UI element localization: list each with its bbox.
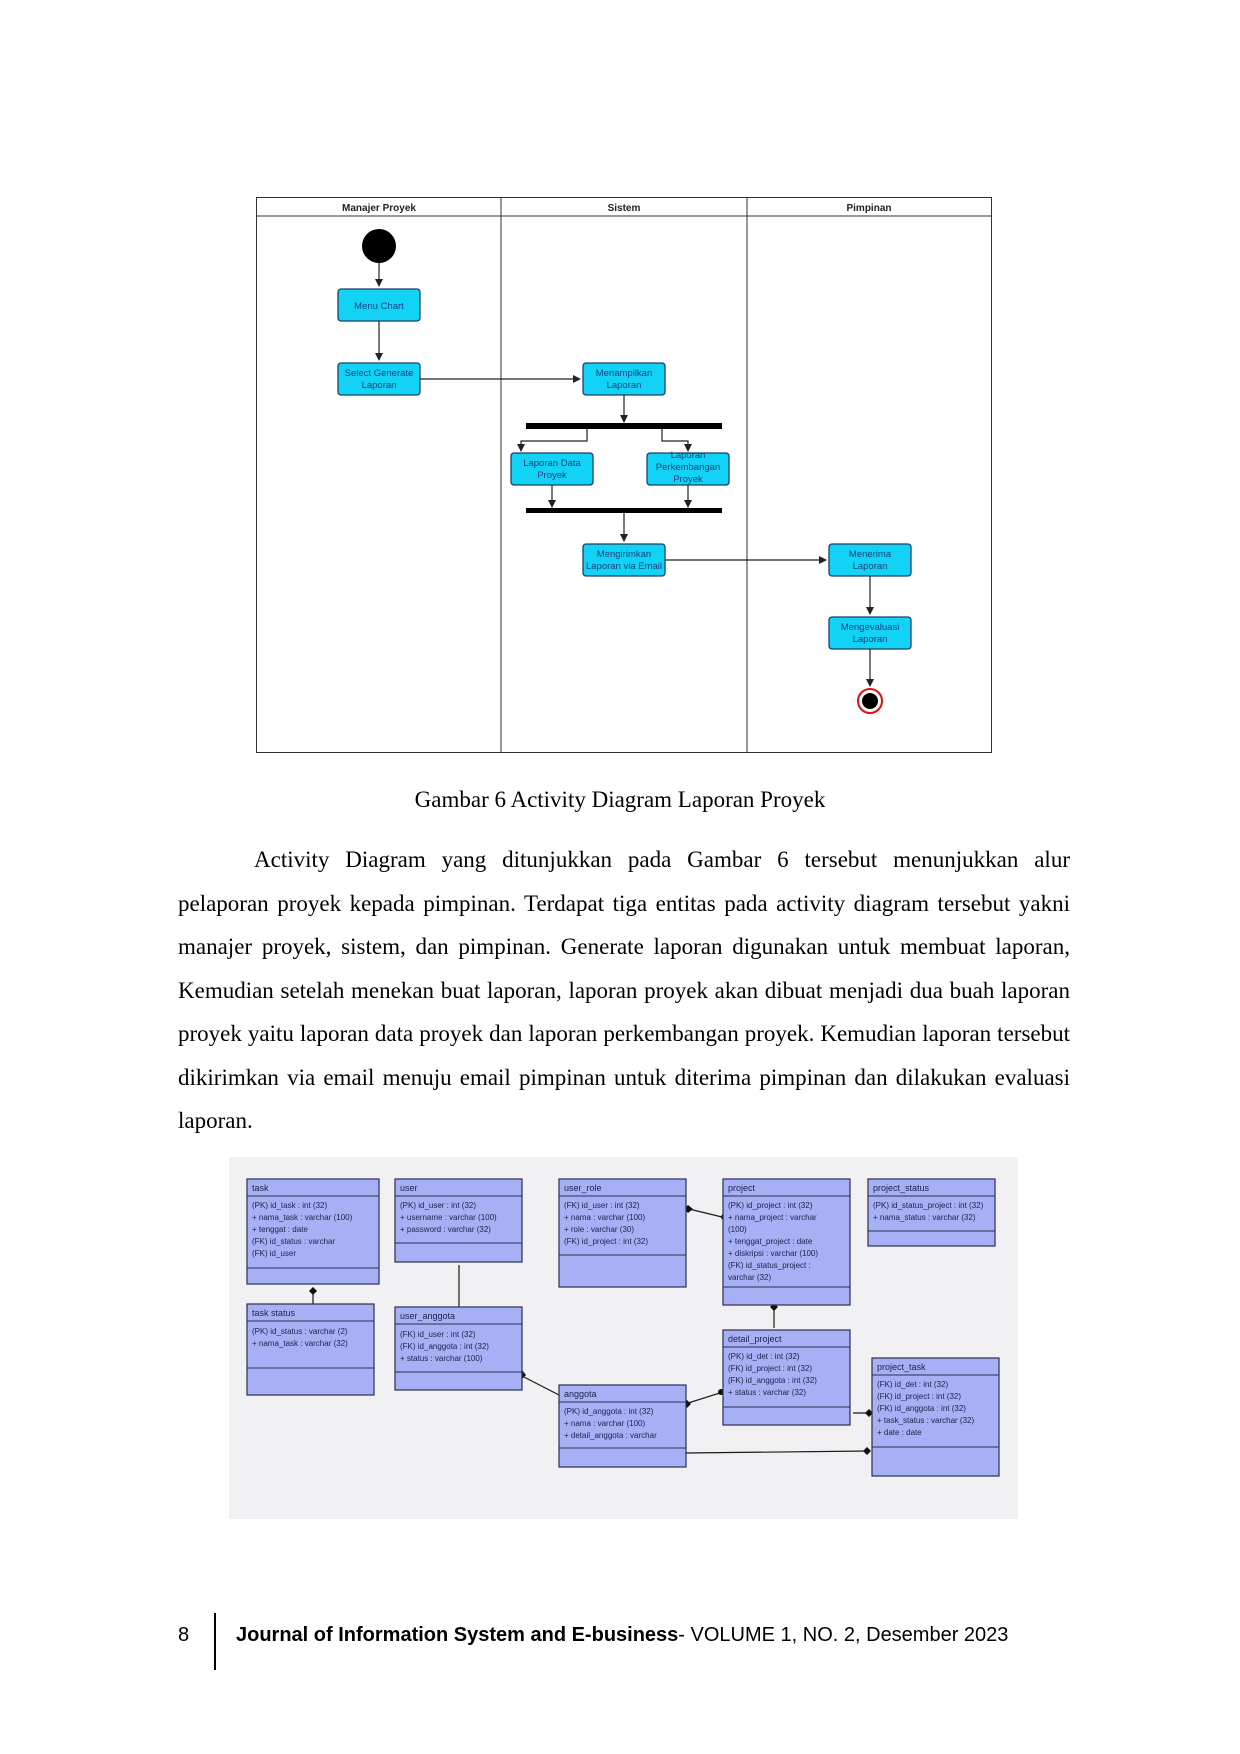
entity-project-task: project_task (FK) id_det : int (32) (FK)… bbox=[871, 1357, 1000, 1477]
svg-text:+ tenggat_project : date: + tenggat_project : date bbox=[728, 1237, 813, 1246]
erd-diagram: task (PK) id_task : int (32) + nama_task… bbox=[229, 1157, 1018, 1519]
entity-user: user (PK) id_user : int (32) + username … bbox=[394, 1178, 523, 1263]
svg-text:(FK) id_anggota : int (32): (FK) id_anggota : int (32) bbox=[400, 1342, 489, 1351]
svg-text:(FK) id_anggota : int (32): (FK) id_anggota : int (32) bbox=[877, 1404, 966, 1413]
entity-project: project (PK) id_project : int (32) + nam… bbox=[722, 1178, 851, 1306]
node-menampilkan-laporan: Menampilkan Laporan bbox=[582, 362, 666, 396]
activity-diagram: Manajer Proyek Sistem Pimpinan Menu Char… bbox=[256, 197, 992, 753]
svg-text:project_task: project_task bbox=[877, 1362, 926, 1372]
svg-text:Mengirimkan: Mengirimkan bbox=[597, 549, 651, 560]
svg-text:+ diskripsi : varchar (100): + diskripsi : varchar (100) bbox=[728, 1249, 818, 1258]
svg-text:(FK) id_project : int (32): (FK) id_project : int (32) bbox=[564, 1237, 648, 1246]
svg-text:(PK) id_status_project : int (: (PK) id_status_project : int (32) bbox=[873, 1201, 984, 1210]
journal-name: Journal of Information System and E-busi… bbox=[236, 1624, 679, 1646]
footer-divider bbox=[214, 1613, 216, 1670]
svg-text:Laporan via Email: Laporan via Email bbox=[586, 561, 662, 572]
svg-text:Laporan: Laporan bbox=[362, 380, 397, 391]
svg-text:+ nama_project : varchar: + nama_project : varchar bbox=[728, 1213, 817, 1222]
figure-caption: Gambar 6 Activity Diagram Laporan Proyek bbox=[414, 787, 826, 812]
svg-text:+ nama : varchar (100): + nama : varchar (100) bbox=[564, 1213, 645, 1222]
svg-text:(FK) id_user : int (32): (FK) id_user : int (32) bbox=[400, 1330, 476, 1339]
svg-text:task status: task status bbox=[252, 1308, 296, 1318]
svg-text:+ nama : varchar (100): + nama : varchar (100) bbox=[564, 1419, 645, 1428]
entity-detail-project: detail_project (PK) id_det : int (32) (F… bbox=[722, 1329, 851, 1426]
svg-text:(PK) id_anggota : int (32): (PK) id_anggota : int (32) bbox=[564, 1407, 654, 1416]
svg-text:+ status : varchar (32): + status : varchar (32) bbox=[728, 1388, 806, 1397]
entity-user-anggota: user_anggota (FK) id_user : int (32) (FK… bbox=[394, 1306, 523, 1391]
svg-text:+ nama_task : varchar (100): + nama_task : varchar (100) bbox=[252, 1213, 353, 1222]
svg-text:+ date : date: + date : date bbox=[877, 1428, 922, 1437]
svg-text:Perkembangan: Perkembangan bbox=[656, 462, 720, 473]
svg-text:Laporan: Laporan bbox=[607, 380, 642, 391]
svg-text:(FK) id_status : varchar: (FK) id_status : varchar bbox=[252, 1237, 335, 1246]
svg-text:varchar (32): varchar (32) bbox=[728, 1273, 771, 1282]
svg-text:+ status : varchar (100): + status : varchar (100) bbox=[400, 1354, 483, 1363]
entity-task-status: task status (PK) id_status : varchar (2)… bbox=[246, 1303, 375, 1396]
entity-user-role: user_role (FK) id_user : int (32) + nama… bbox=[558, 1178, 687, 1288]
start-node bbox=[362, 229, 396, 263]
svg-text:+ password : varchar (32): + password : varchar (32) bbox=[400, 1225, 491, 1234]
lane-manajer-proyek: Manajer Proyek bbox=[342, 203, 416, 214]
node-mengevaluasi-laporan: Mengevaluasi Laporan bbox=[828, 616, 912, 650]
journal-issue: - VOLUME 1, NO. 2, Desember 2023 bbox=[678, 1624, 1009, 1646]
svg-text:Laporan Data: Laporan Data bbox=[523, 458, 581, 469]
svg-text:(FK) id_user: (FK) id_user bbox=[252, 1249, 296, 1258]
svg-text:user_role: user_role bbox=[564, 1183, 602, 1193]
svg-text:Menerima: Menerima bbox=[849, 549, 892, 560]
svg-text:(FK) id_project : int (32): (FK) id_project : int (32) bbox=[877, 1392, 961, 1401]
svg-text:(FK) id_user : int (32): (FK) id_user : int (32) bbox=[564, 1201, 640, 1210]
node-laporan-data-proyek: Laporan Data Proyek bbox=[510, 452, 594, 486]
svg-text:Mengevaluasi: Mengevaluasi bbox=[841, 622, 900, 633]
svg-text:user_anggota: user_anggota bbox=[400, 1311, 455, 1321]
body-paragraph: Activity Diagram yang ditunjukkan pada G… bbox=[178, 847, 1070, 1133]
svg-text:(PK) id_det : int (32): (PK) id_det : int (32) bbox=[728, 1352, 800, 1361]
svg-text:(FK) id_status_project :: (FK) id_status_project : bbox=[728, 1261, 811, 1270]
lane-sistem: Sistem bbox=[608, 203, 641, 214]
entity-anggota: anggota (PK) id_anggota : int (32) + nam… bbox=[558, 1384, 687, 1468]
svg-text:Laporan: Laporan bbox=[671, 450, 706, 461]
svg-text:+ detail_anggota : varchar: + detail_anggota : varchar bbox=[564, 1431, 657, 1440]
lane-pimpinan: Pimpinan bbox=[846, 203, 891, 214]
node-menerima-laporan: Menerima Laporan bbox=[828, 543, 912, 577]
svg-text:+ task_status : varchar (32): + task_status : varchar (32) bbox=[877, 1416, 974, 1425]
node-menu-chart: Menu Chart bbox=[337, 288, 421, 322]
svg-text:Menu Chart: Menu Chart bbox=[354, 301, 404, 312]
svg-text:(PK) id_user : int (32): (PK) id_user : int (32) bbox=[400, 1201, 476, 1210]
svg-text:Proyek: Proyek bbox=[673, 474, 703, 485]
svg-text:project_status: project_status bbox=[873, 1183, 930, 1193]
svg-text:(100): (100) bbox=[728, 1225, 747, 1234]
swimlane-frame bbox=[256, 197, 992, 753]
fork-bar bbox=[526, 423, 722, 429]
join-bar bbox=[526, 508, 722, 513]
page-number: 8 bbox=[178, 1624, 190, 1646]
svg-text:+ role : varchar (30): + role : varchar (30) bbox=[564, 1225, 634, 1234]
svg-text:anggota: anggota bbox=[564, 1389, 597, 1399]
node-laporan-perkembangan-proyek: Laporan Perkembangan Proyek bbox=[646, 450, 730, 486]
footer-journal-line: Journal of Information System and E-busi… bbox=[236, 1624, 1008, 1647]
svg-text:+ nama_status : varchar (32): + nama_status : varchar (32) bbox=[873, 1213, 976, 1222]
entity-task: task (PK) id_task : int (32) + nama_task… bbox=[246, 1178, 380, 1285]
svg-text:Menampilkan: Menampilkan bbox=[596, 368, 653, 379]
entity-project-status: project_status (PK) id_status_project : … bbox=[867, 1178, 996, 1247]
svg-text:+ tenggat : date: + tenggat : date bbox=[252, 1225, 308, 1234]
svg-text:+ nama_task : varchar (32): + nama_task : varchar (32) bbox=[252, 1339, 348, 1348]
svg-text:+ username : varchar (100): + username : varchar (100) bbox=[400, 1213, 497, 1222]
svg-text:Select Generate: Select Generate bbox=[345, 368, 414, 379]
svg-text:Proyek: Proyek bbox=[537, 470, 567, 481]
svg-text:(FK) id_det : int (32): (FK) id_det : int (32) bbox=[877, 1380, 948, 1389]
svg-text:(FK) id_anggota : int (32): (FK) id_anggota : int (32) bbox=[728, 1376, 817, 1385]
node-select-generate-laporan: Select Generate Laporan bbox=[337, 362, 421, 396]
node-mengirimkan-laporan: Mengirimkan Laporan via Email bbox=[582, 543, 666, 577]
svg-text:user: user bbox=[400, 1183, 418, 1193]
end-node bbox=[857, 688, 883, 714]
svg-text:(PK) id_task : int (32): (PK) id_task : int (32) bbox=[252, 1201, 327, 1210]
svg-text:Laporan: Laporan bbox=[853, 561, 888, 572]
svg-text:project: project bbox=[728, 1183, 756, 1193]
svg-text:(FK) id_project : int (32): (FK) id_project : int (32) bbox=[728, 1364, 812, 1373]
svg-text:(PK) id_status : varchar (2): (PK) id_status : varchar (2) bbox=[252, 1327, 348, 1336]
svg-text:Laporan: Laporan bbox=[853, 634, 888, 645]
svg-text:task: task bbox=[252, 1183, 269, 1193]
svg-text:(PK) id_project : int (32): (PK) id_project : int (32) bbox=[728, 1201, 813, 1210]
svg-text:detail_project: detail_project bbox=[728, 1334, 782, 1344]
